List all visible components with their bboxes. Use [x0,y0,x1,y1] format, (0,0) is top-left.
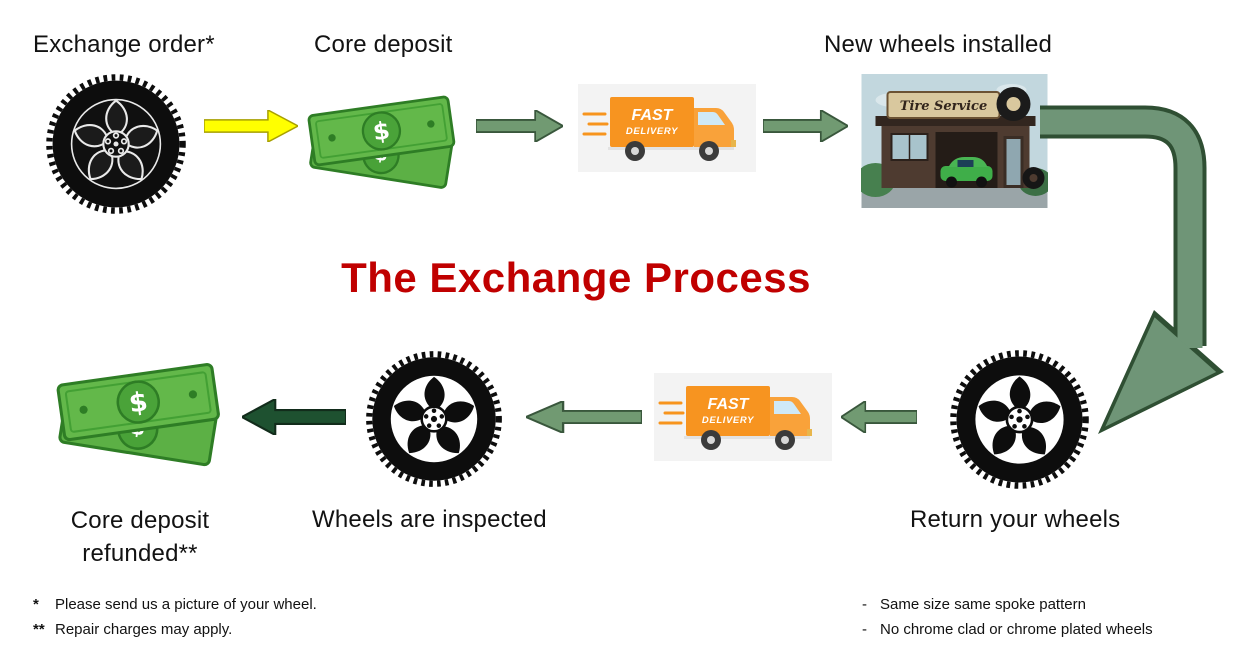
curved-flow-arrow [1040,96,1235,456]
footnote-row: - Same size same spoke pattern [862,596,1242,613]
money-icon-refund: $ $ [48,342,232,480]
black-wheel-icon [42,70,190,218]
wheel-icon-inspected [362,347,506,491]
dollar-sign: $ [371,116,391,146]
label-return-your-wheels: Return your wheels [910,506,1121,533]
wheel-graphic [950,350,1089,489]
footnote-row: - No chrome clad or chrome plated wheels [862,621,1242,638]
delivery-truck-icon-outbound: FAST DELIVERY [578,84,756,172]
label-core-deposit: Core deposit [314,31,453,58]
truck-text-delivery: DELIVERY [702,415,755,426]
label-wheels-inspected: Wheels are inspected [312,506,547,533]
money-graphic: $ $ [56,363,220,467]
shop-sign-text: Tire Service [900,99,987,114]
delivery-truck-icon-return: FAST DELIVERY [654,373,832,461]
label-line-1: Core deposit [70,507,210,534]
arrow-order-to-deposit [204,110,298,142]
money-icon-core-deposit: $ $ [293,78,473,200]
label-line-2: refunded** [82,540,198,567]
wheel-icon-return [946,346,1093,493]
arrow-shipping-to-install [763,110,848,142]
footnote-marker: ** [33,621,45,638]
truck-text-fast: FAST [708,396,750,413]
tire-shop-graphic: Tire Service [861,74,1048,208]
delivery-truck-graphic: FAST DELIVERY [654,373,832,461]
footnotes-left: * Please send us a picture of your wheel… [33,596,453,646]
arrow-return-shipping-to-inspected [526,401,642,433]
arrow-inspected-to-refund [242,399,346,435]
diagram-title: The Exchange Process [341,254,811,301]
arrow-deposit-to-shipping [476,110,563,142]
dollar-sign: $ [127,386,150,419]
arrow-return-to-shipping [841,401,917,433]
black-wheel-graphic [46,74,186,214]
footnote-marker: * [33,596,39,613]
footnote-text: Same size same spoke pattern [880,596,1086,613]
label-new-wheels-installed: New wheels installed [824,31,1053,58]
money-graphic: $ $ [307,95,456,189]
footnote-marker: - [862,596,867,613]
delivery-truck-graphic: FAST DELIVERY [578,84,756,172]
footnote-text: No chrome clad or chrome plated wheels [880,621,1153,638]
footnote-row: * Please send us a picture of your wheel… [33,596,453,613]
footnote-marker: - [862,621,867,638]
truck-text-fast: FAST [632,107,674,124]
tire-shop-icon: Tire Service [861,74,1048,208]
footnote-row: ** Repair charges may apply. [33,621,453,638]
footnotes-right: - Same size same spoke pattern - No chro… [862,596,1242,646]
label-exchange-order: Exchange order* [33,31,215,58]
truck-text-delivery: DELIVERY [626,126,679,137]
footnote-text: Please send us a picture of your wheel. [55,596,317,613]
wheel-graphic [366,351,502,487]
footnote-text: Repair charges may apply. [55,621,233,638]
label-core-deposit-refunded: Core deposit refunded** [50,504,230,570]
